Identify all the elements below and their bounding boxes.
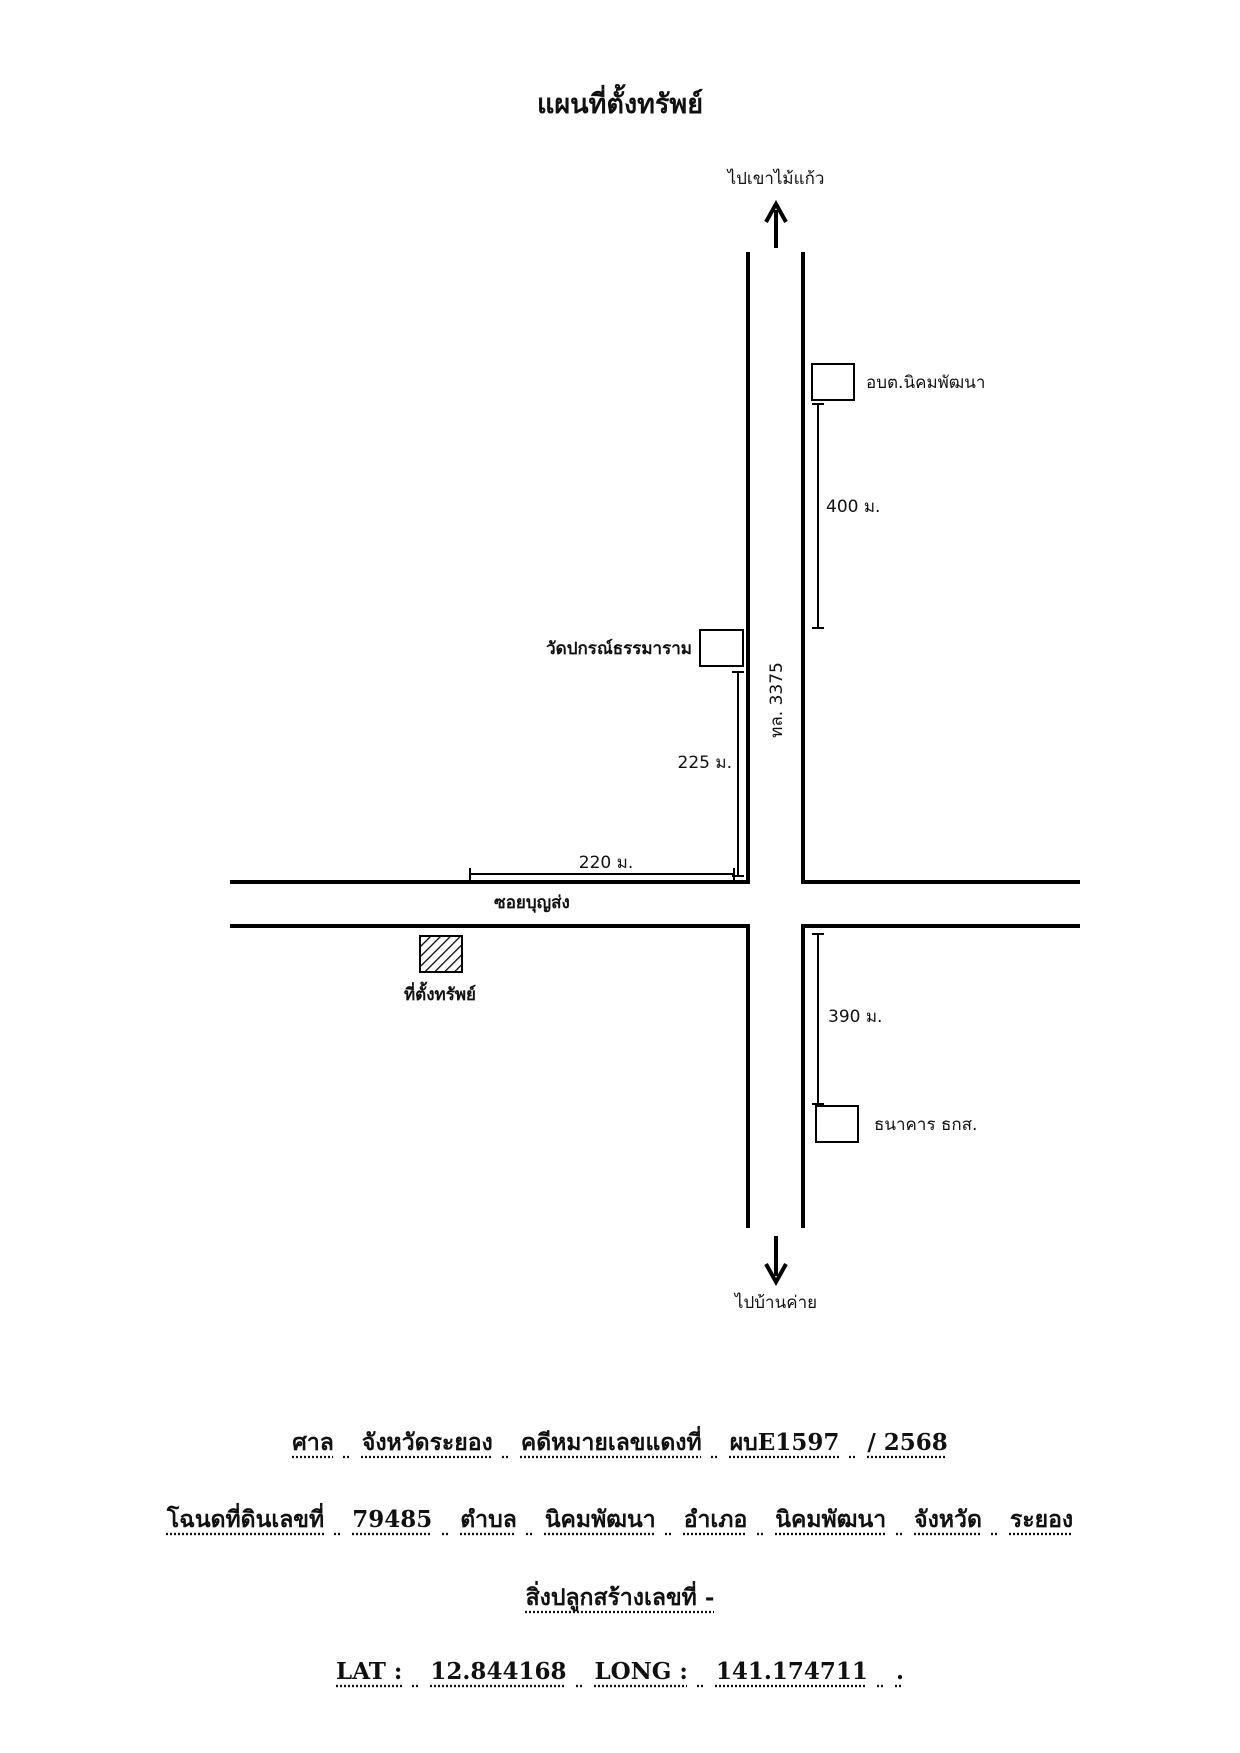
bank-label: ธนาคาร ธกส.: [874, 1115, 977, 1135]
temple-label: วัดปกรณ์ธรรมาราม: [546, 638, 692, 659]
district-value: นิคมพัฒนา: [775, 1506, 887, 1533]
court-province: จังหวัดระยอง: [361, 1429, 493, 1456]
subdistrict-value: นิคมพัฒนา: [544, 1506, 656, 1533]
case-number-label: คดีหมายเลขแดงที่: [520, 1429, 702, 1456]
coord-end-dot: .: [895, 1658, 904, 1685]
side-distance-line: [469, 868, 735, 880]
bank-distance-line: [812, 933, 824, 1105]
obt-distance-label: 400 ม.: [826, 497, 880, 517]
property-marker-icon: [419, 935, 463, 973]
temple-distance-label: 225 ม.: [678, 753, 732, 773]
deed-label: โฉนดที่ดินเลขที่: [166, 1506, 325, 1533]
page-title: แผนที่ตั้งทรัพย์: [536, 89, 704, 120]
temple-building-icon: [699, 629, 744, 667]
obt-building-icon: [811, 363, 855, 401]
subdistrict-label: ตำบล: [460, 1506, 517, 1533]
long-label: LONG :: [594, 1658, 688, 1685]
deed-number: 79485: [352, 1506, 433, 1533]
temple-distance-line: [732, 671, 744, 877]
obt-distance-line: [812, 403, 824, 629]
province-label: จังหวัด: [914, 1506, 982, 1533]
court-case-line: ศาล จังหวัดระยอง คดีหมายเลขแดงที่ ผบE159…: [0, 1425, 1240, 1461]
district-label: อำเภอ: [683, 1506, 748, 1533]
case-year: / 2568: [867, 1429, 948, 1456]
case-number: ผบE1597: [729, 1429, 840, 1456]
lat-value: 12.844168: [430, 1658, 567, 1685]
main-road-label: ทล. 3375: [767, 662, 787, 738]
coordinates-line: LAT : 12.844168 LONG : 141.174711 .: [0, 1658, 1240, 1685]
obt-label: อบต.นิคมพัฒนา: [866, 373, 985, 393]
province-value: ระยอง: [1009, 1506, 1074, 1533]
lat-label: LAT :: [336, 1658, 403, 1685]
side-road-label: ซอยบุญส่ง: [494, 893, 570, 913]
south-arrow-icon: [764, 1236, 788, 1287]
bank-distance-label: 390 ม.: [828, 1007, 882, 1027]
side-distance-label: 220 ม.: [579, 853, 633, 873]
building-number-line: สิ่งปลูกสร้างเลขที่ -: [0, 1580, 1240, 1616]
north-arrow-icon: [764, 199, 788, 248]
long-value: 141.174711: [715, 1658, 868, 1685]
to-north-label: ไปเขาไม้แก้ว: [726, 168, 825, 189]
court-label: ศาล: [292, 1429, 334, 1456]
building-number: สิ่งปลูกสร้างเลขที่ -: [525, 1584, 715, 1611]
property-label: ที่ตั้งทรัพย์: [404, 981, 476, 1005]
title-deed-line: โฉนดที่ดินเลขที่ 79485 ตำบล นิคมพัฒนา อำ…: [0, 1502, 1240, 1538]
bank-building-icon: [815, 1105, 859, 1143]
to-south-label: ไปบ้านค่าย: [733, 1292, 817, 1313]
